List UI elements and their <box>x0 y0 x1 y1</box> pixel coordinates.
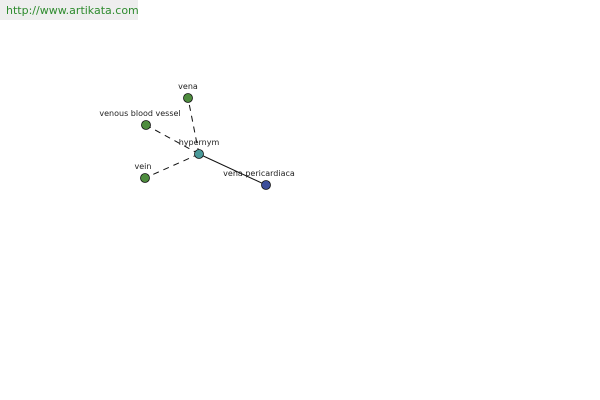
url-banner: http://www.artikata.com <box>0 0 139 20</box>
node-vein <box>140 173 150 183</box>
node-vena-pericardiaca <box>261 180 271 190</box>
edge-vein <box>144 153 200 179</box>
label-vein: vein <box>135 162 152 171</box>
graph-nodes <box>140 93 271 190</box>
label-vena: vena <box>178 82 198 91</box>
edge-vena-pericardiaca <box>198 153 267 186</box>
label-hypernym: hypernym <box>179 138 220 147</box>
node-vena <box>183 93 193 103</box>
url-link[interactable]: http://www.artikata.com <box>6 4 139 17</box>
edge-vena <box>187 97 200 155</box>
label-vena-pericardiaca: vena pericardiaca <box>223 169 295 178</box>
label-venous-blood-vessel: venous blood vessel <box>99 109 180 118</box>
node-center-hypernym <box>194 149 204 159</box>
node-venous-blood-vessel <box>141 120 151 130</box>
graph-edges <box>144 97 267 186</box>
graph-labels: vena venous blood vessel vein vena pericard… <box>99 82 295 178</box>
